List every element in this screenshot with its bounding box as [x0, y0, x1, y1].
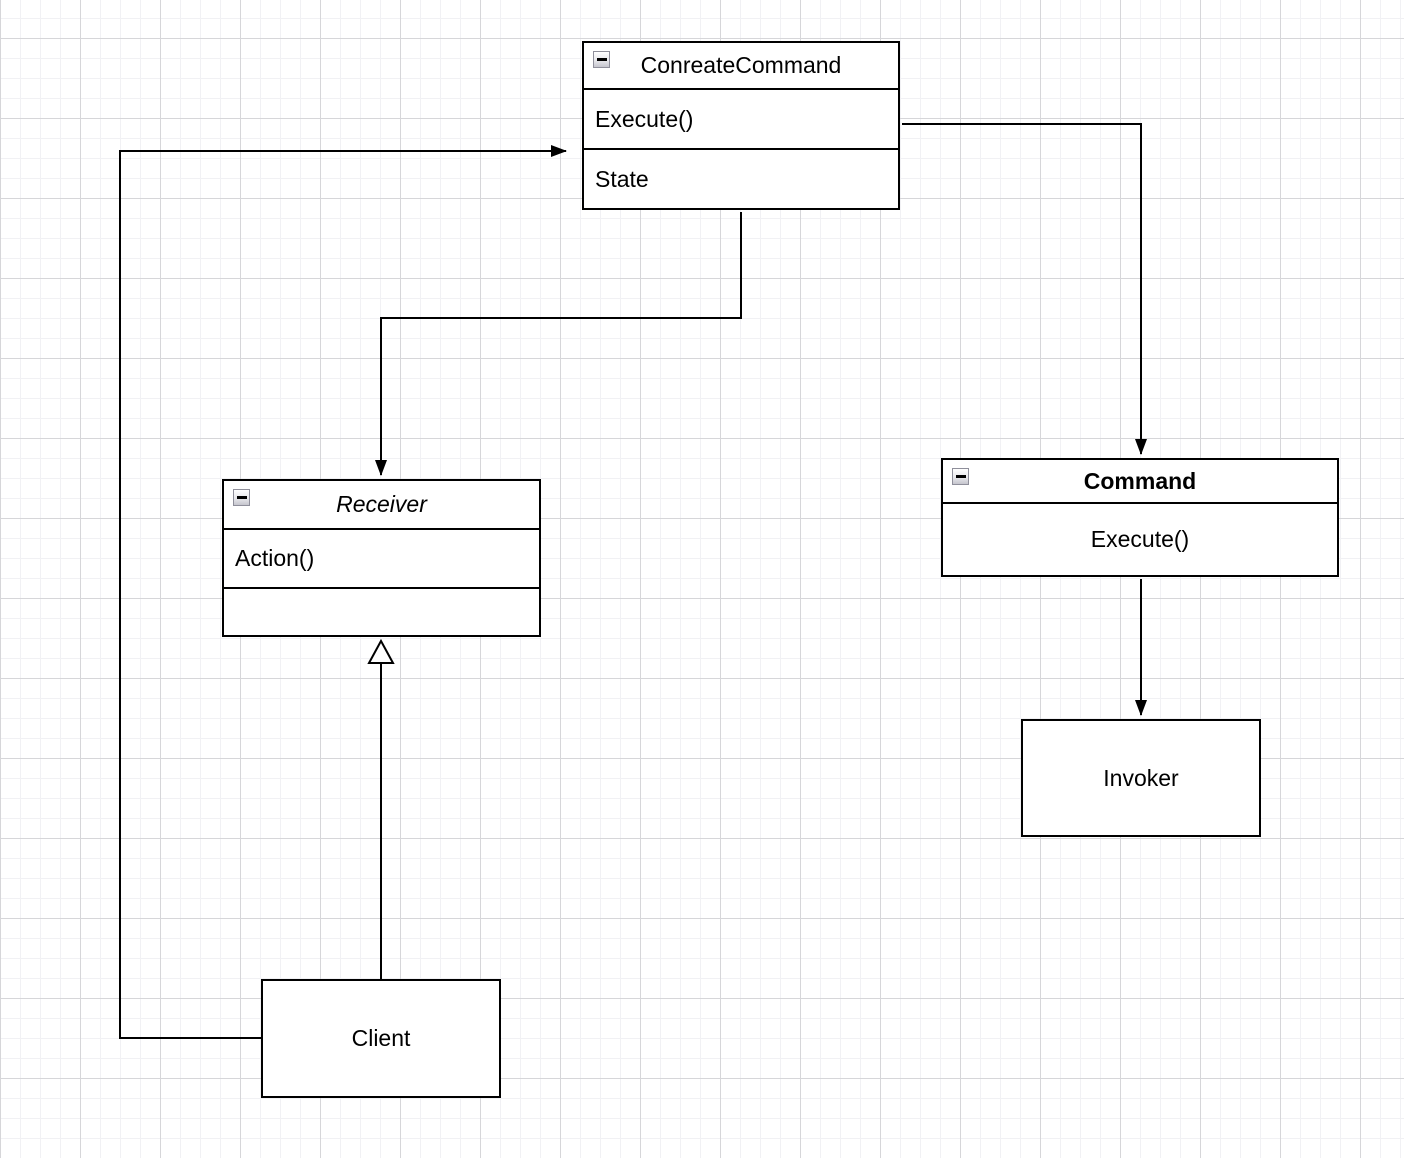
class-title: Receiver	[336, 491, 427, 517]
node-label: Client	[351, 1025, 411, 1051]
member-execute[interactable]: Execute()	[584, 88, 898, 148]
member-label: Execute()	[1090, 526, 1190, 552]
edge-concretecommand-receiver[interactable]	[375, 212, 742, 476]
minus-glyph	[596, 58, 607, 61]
class-concretecommand[interactable]: ConreateCommand Execute() State	[582, 41, 900, 210]
node-client[interactable]: Client	[261, 979, 501, 1098]
member-execute[interactable]: Execute()	[943, 502, 1337, 575]
node-invoker[interactable]: Invoker	[1021, 719, 1261, 837]
class-command[interactable]: Command Execute()	[941, 458, 1339, 577]
member-state[interactable]: State	[584, 148, 898, 208]
class-concretecommand-title-row: ConreateCommand	[584, 43, 898, 88]
member-label: Execute()	[595, 105, 694, 132]
class-receiver-title-row: Receiver	[224, 481, 539, 528]
member-action[interactable]: Action()	[224, 528, 539, 587]
collapse-minus-icon[interactable]	[233, 489, 250, 506]
collapse-minus-icon[interactable]	[593, 51, 610, 68]
class-title: Command	[1083, 467, 1197, 494]
node-label: Invoker	[1103, 764, 1179, 791]
class-title: ConreateCommand	[640, 52, 842, 78]
collapse-minus-icon[interactable]	[952, 468, 969, 485]
minus-glyph	[236, 496, 247, 499]
class-command-title-row: Command	[943, 460, 1337, 502]
generalization-triangle-icon	[367, 638, 395, 664]
edge-concretecommand-command[interactable]	[902, 123, 1147, 455]
minus-glyph	[955, 475, 966, 478]
member-label: State	[595, 165, 649, 192]
class-receiver[interactable]: Receiver Action()	[222, 479, 541, 637]
member-empty[interactable]	[224, 587, 539, 635]
member-label: Action()	[235, 545, 315, 571]
